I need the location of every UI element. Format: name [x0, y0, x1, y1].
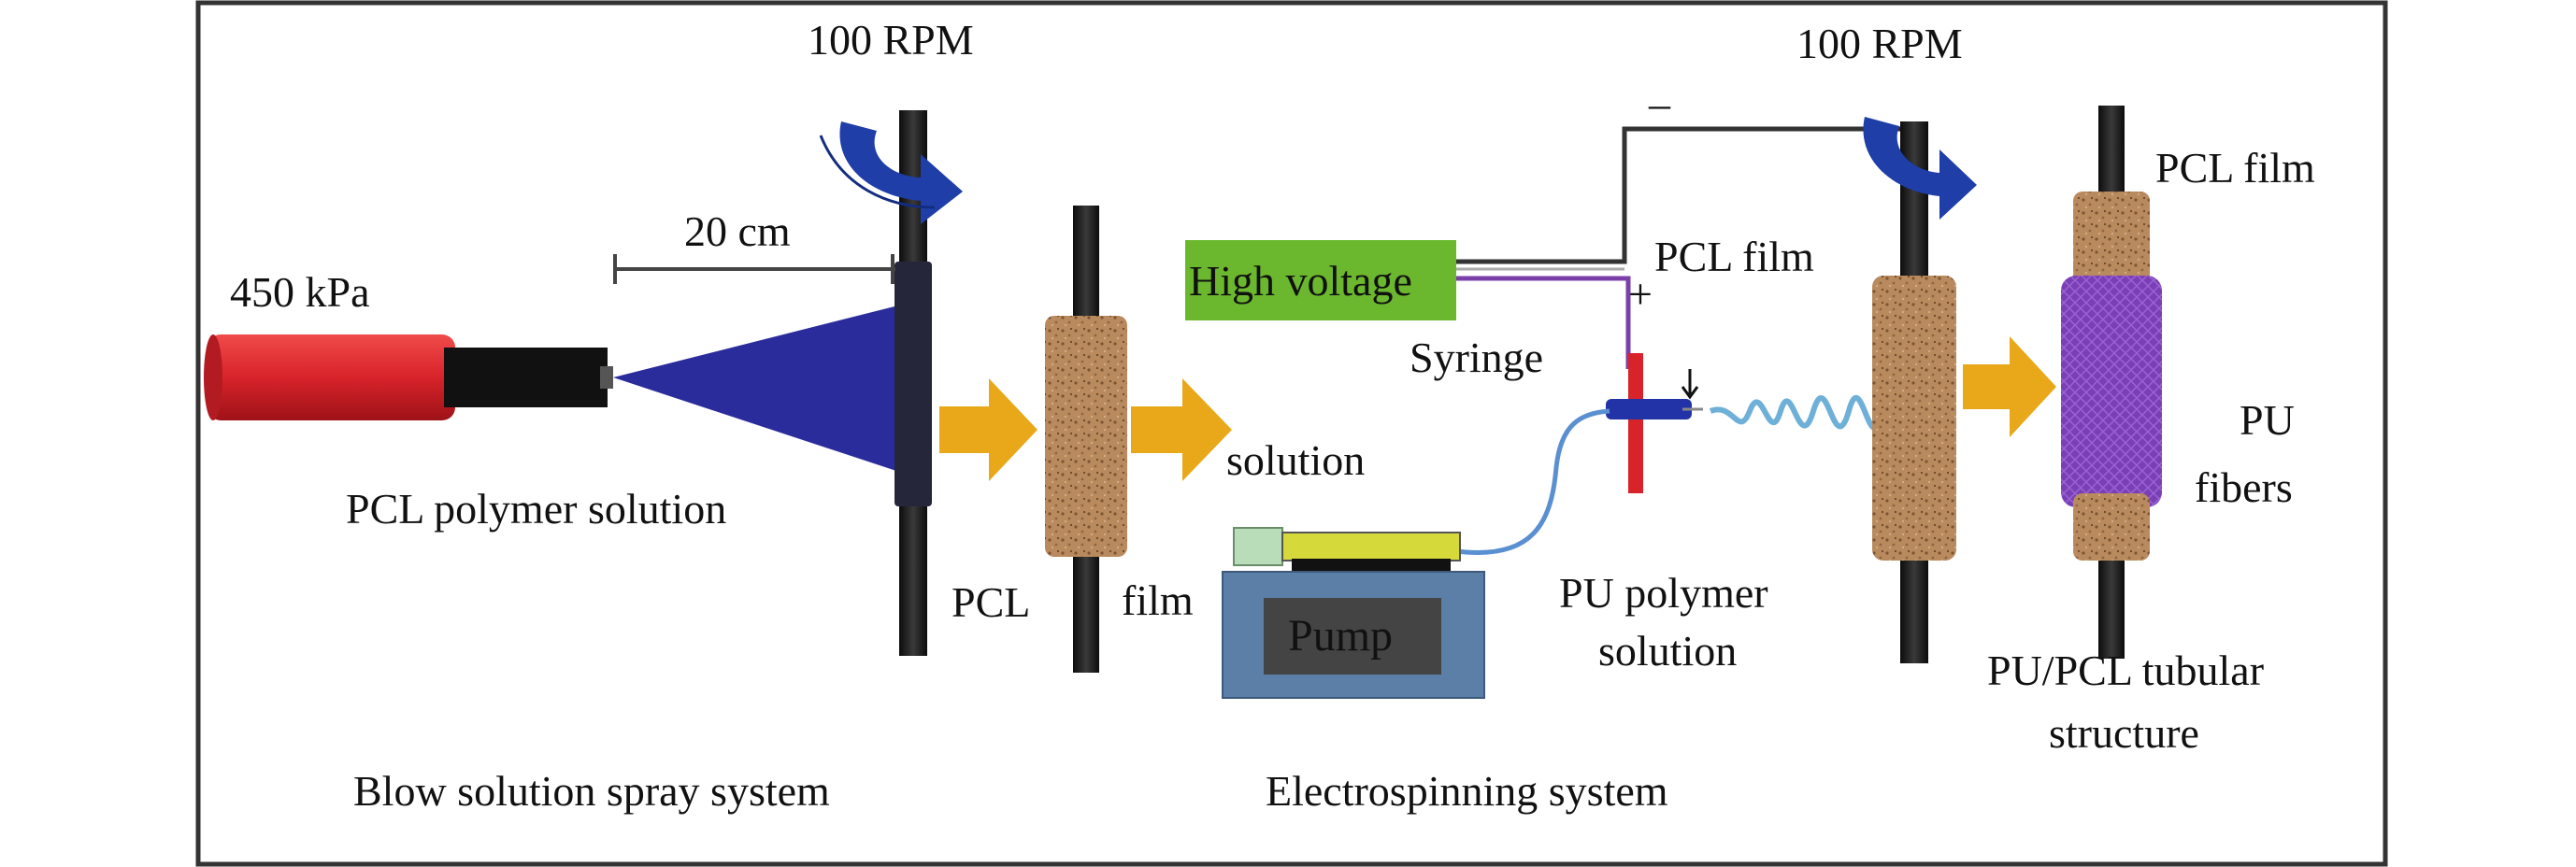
- electrospinning-system-label: Electrospinning system: [1266, 767, 1668, 815]
- syringe-tip: [1606, 399, 1692, 419]
- pu-polymer-label: PU polymer: [1559, 569, 1768, 617]
- fiber-jet: [1709, 394, 1886, 431]
- syringe-pump: [1222, 527, 1485, 699]
- electrospinning-system: [1185, 106, 2162, 699]
- plus-label: +: [1628, 270, 1653, 318]
- fibers-label: fibers: [2195, 463, 2293, 511]
- pcl-label: PCL: [952, 578, 1030, 626]
- blow-system-label: Blow solution spray system: [353, 767, 830, 815]
- figure-frame: [195, 0, 2388, 867]
- collector-plate: [894, 262, 932, 506]
- solution-label: solution: [1226, 436, 1365, 484]
- high-voltage-label: High voltage: [1189, 257, 1412, 305]
- minus-label: –: [1648, 79, 1671, 127]
- high-voltage-box: [1185, 240, 1456, 320]
- pcl-film-cylinder-2: [1872, 276, 1956, 561]
- pressure-label: 450 kPa: [230, 268, 370, 316]
- pu-pcl-tubular-label: PU/PCL tubular: [1987, 647, 2264, 694]
- blow-spray-system: [204, 110, 1232, 673]
- feed-tube: [1455, 408, 1610, 555]
- needle-plate: [1628, 353, 1643, 493]
- pu-fiber-layer: [2061, 276, 2162, 507]
- rpm-left-label: 100 RPM: [808, 16, 974, 64]
- structure-label: structure: [2049, 709, 2199, 757]
- pu-solution-label: solution: [1598, 627, 1737, 675]
- rpm-right-label: 100 RPM: [1796, 20, 1963, 67]
- pu-label: PU: [2240, 396, 2295, 444]
- distance-label: 20 cm: [684, 207, 791, 255]
- pcl-cap-bottom: [2073, 493, 2150, 561]
- pcl-polymer-solution-label: PCL polymer solution: [346, 485, 726, 533]
- rotation-arrow-icon: [819, 121, 963, 224]
- positive-wire: [1454, 276, 1631, 369]
- down-arrow-icon: [1681, 369, 1699, 400]
- pcl-film-right-label: PCL film: [2155, 144, 2315, 192]
- spray-cone: [613, 305, 902, 473]
- pump-label-box: [1264, 598, 1441, 675]
- distance-marker: [613, 254, 895, 284]
- pcl-film-cylinder-1: [1045, 316, 1127, 557]
- negative-wire: [1454, 126, 1905, 264]
- film-label: film: [1122, 576, 1194, 624]
- process-arrow-2: [1131, 378, 1232, 481]
- pressure-nozzle: [204, 334, 613, 420]
- syringe-label: Syringe: [1410, 334, 1543, 381]
- process-arrow-3: [1963, 336, 2056, 437]
- pcl-film-mid-label: PCL film: [1654, 233, 1814, 280]
- rotation-arrow-icon-2: [1863, 117, 1977, 220]
- pump-label: Pump: [1288, 611, 1393, 661]
- process-arrow-1: [939, 378, 1038, 481]
